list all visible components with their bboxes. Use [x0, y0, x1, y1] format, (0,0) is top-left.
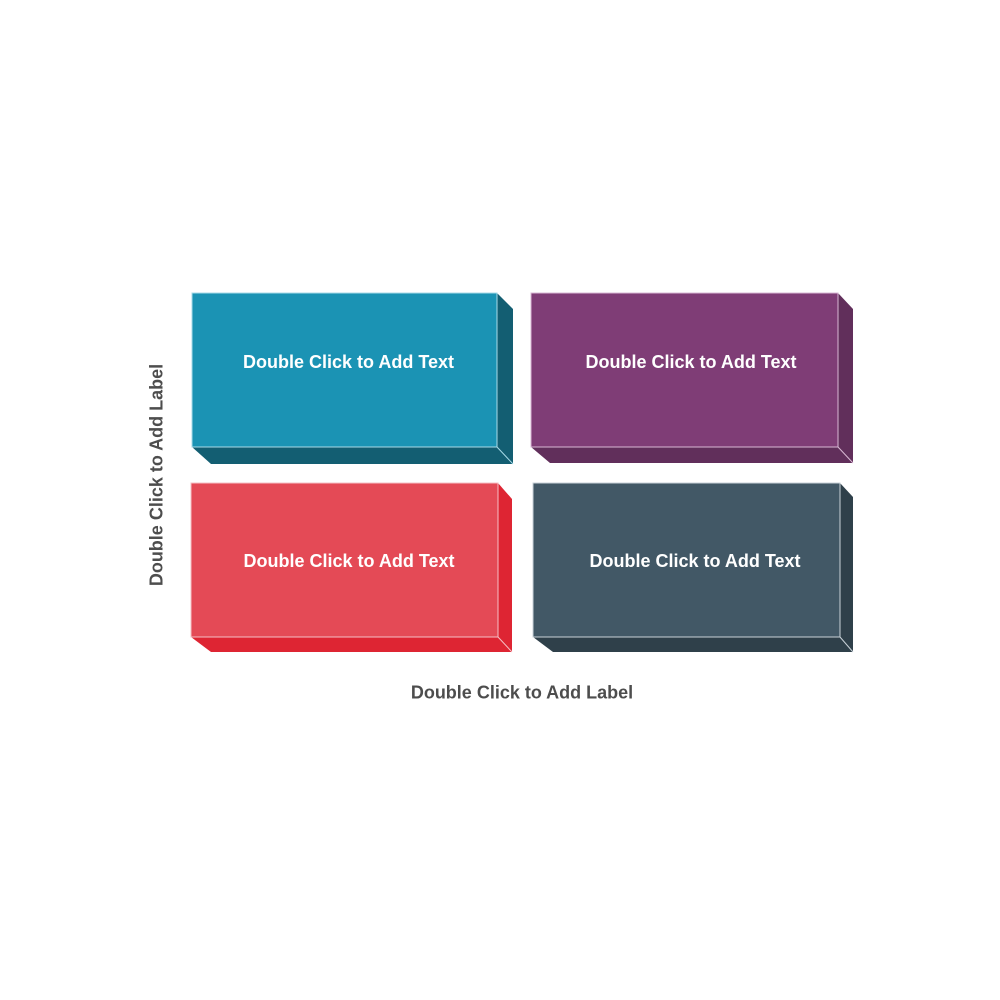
quadrant-top-left[interactable]: Double Click to Add Text: [191, 292, 514, 465]
block-3d-shape: [191, 292, 514, 465]
quadrant-text[interactable]: Double Click to Add Text: [589, 550, 801, 571]
quadrant-bottom-left[interactable]: Double Click to Add Text: [190, 482, 513, 653]
block-3d-shape: [532, 482, 854, 653]
quadrant-text[interactable]: Double Click to Add Text: [243, 550, 455, 571]
x-axis-label[interactable]: Double Click to Add Label: [410, 682, 634, 703]
quadrant-top-right[interactable]: Double Click to Add Text: [530, 292, 854, 465]
block-3d-shape: [190, 482, 513, 653]
block-3d-shape: [530, 292, 854, 464]
quadrant-text[interactable]: Double Click to Add Text: [242, 352, 454, 372]
quadrant-text[interactable]: Double Click to Add Text: [585, 352, 797, 372]
quadrant-bottom-right[interactable]: Double Click to Add Text: [532, 482, 854, 653]
y-axis-label[interactable]: Double Click to Add Label: [146, 363, 167, 587]
